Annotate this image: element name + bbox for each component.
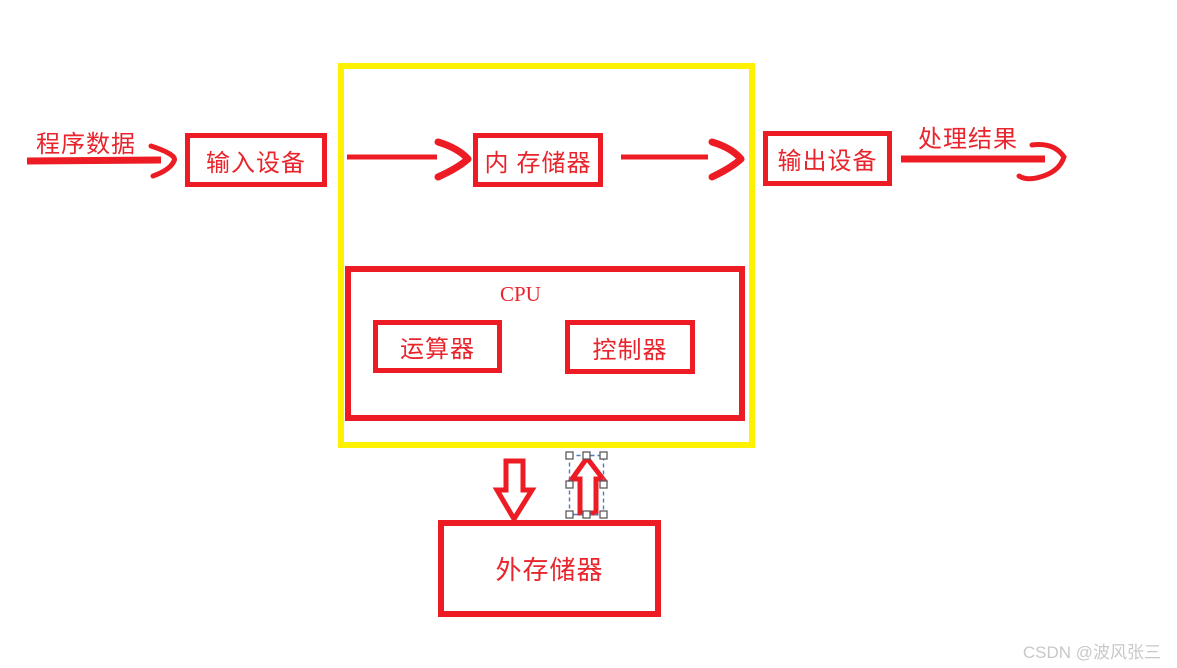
program-data-arrowhead (148, 143, 177, 179)
selection-handles[interactable] (565, 451, 608, 519)
system-boundary-box (338, 63, 755, 448)
cpu-label: CPU (500, 282, 541, 306)
output-device-box: 输出设备 (763, 131, 892, 186)
external-storage-label: 外存储器 (495, 556, 604, 585)
output-to-result-arrowhead (1016, 142, 1067, 182)
selection-handle-se[interactable] (599, 510, 608, 519)
up-block-arrow-selected[interactable] (567, 453, 609, 516)
selection-handle-w[interactable] (565, 480, 574, 489)
down-block-arrow (492, 458, 537, 524)
input-device-box: 输入设备 (185, 133, 327, 187)
output-device-label: 输出设备 (777, 149, 878, 175)
main-memory-box: 内 存储器 (473, 133, 603, 187)
selection-handle-s[interactable] (582, 510, 591, 519)
program-data-label: 程序数据 (36, 132, 136, 158)
input-device-label: 输入设备 (206, 150, 306, 177)
result-label: 处理结果 (918, 127, 1018, 153)
external-storage-box: 外存储器 (438, 520, 661, 617)
selection-handle-e[interactable] (599, 480, 608, 489)
alu-label: 运算器 (400, 337, 475, 363)
csdn-watermark: CSDN @波风张三 (1022, 643, 1161, 662)
selection-handle-n[interactable] (582, 451, 591, 460)
program-data-arrow-line (26, 156, 162, 165)
selection-handle-nw[interactable] (565, 451, 574, 460)
selection-handle-ne[interactable] (599, 451, 608, 460)
main-memory-label: 内 存储器 (484, 150, 592, 177)
selection-handle-sw[interactable] (565, 510, 574, 519)
control-unit-label: 控制器 (592, 337, 668, 364)
control-unit-box: 控制器 (565, 320, 695, 374)
selection-marquee[interactable] (568, 454, 605, 516)
alu-box: 运算器 (373, 320, 502, 373)
